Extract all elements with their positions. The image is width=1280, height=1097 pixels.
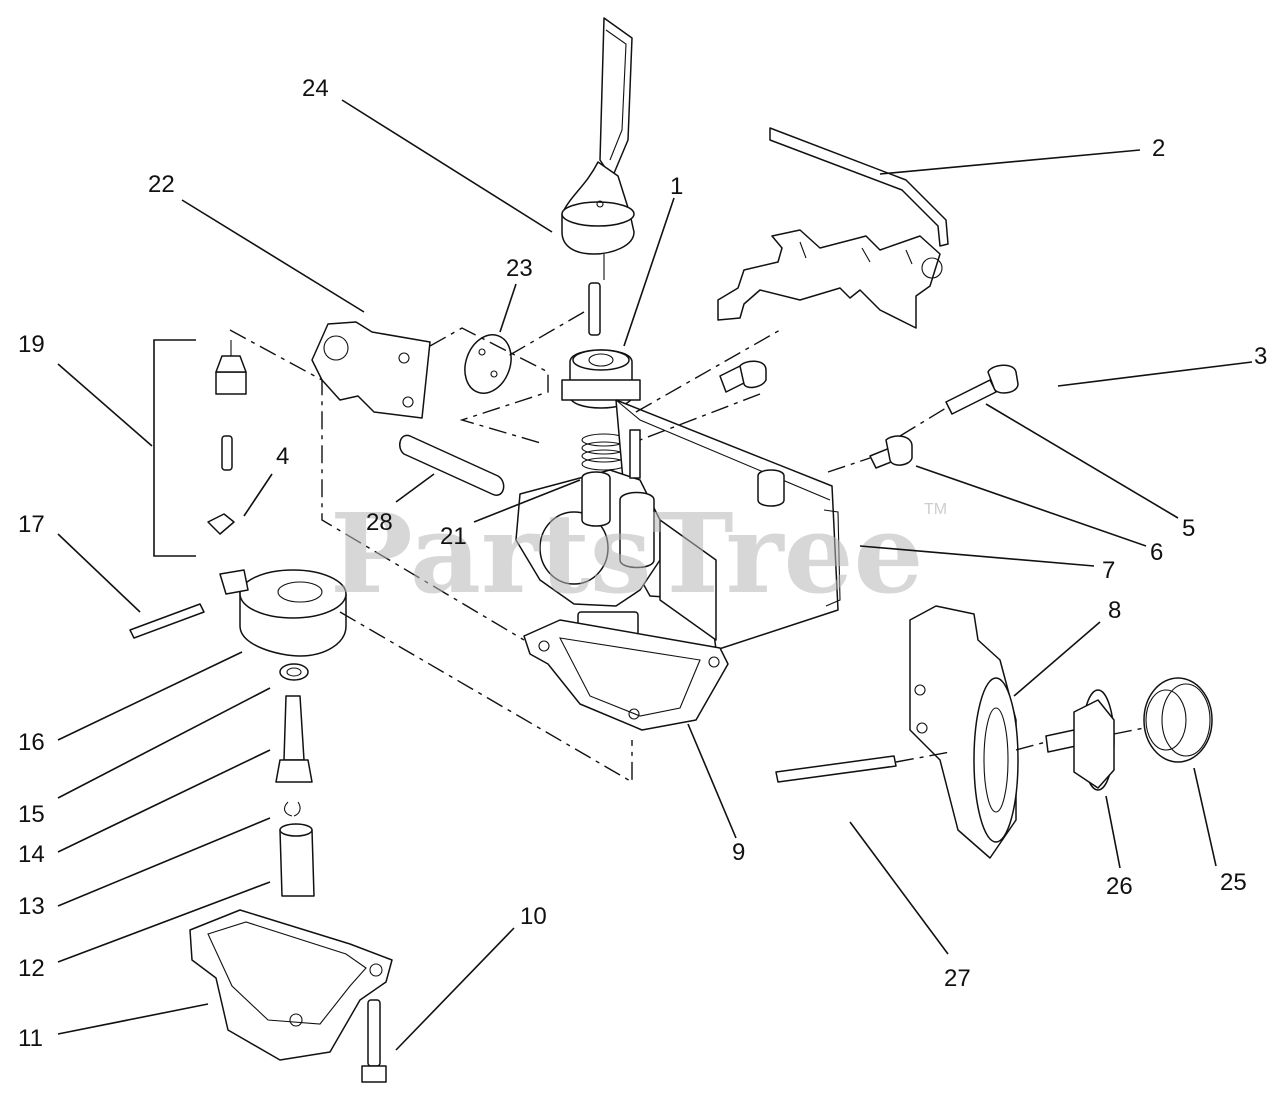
callout-19: 19 [18, 331, 45, 358]
callout-3: 3 [1254, 343, 1267, 370]
part-19-bracket [153, 339, 196, 557]
part-15-o-ring [279, 663, 309, 681]
watermark: PartsTree TM [330, 489, 947, 618]
callout-23: 23 [506, 255, 533, 282]
callout-6: 6 [1150, 539, 1163, 566]
part-12-tube [279, 823, 315, 897]
callout-14: 14 [18, 841, 45, 868]
callout-8: 8 [1108, 597, 1121, 624]
part-23-throttle-plate [464, 334, 512, 394]
callout-16: 16 [18, 729, 45, 756]
part-14-main-jet [275, 695, 313, 783]
callout-4: 4 [276, 443, 289, 470]
jet-fitting [719, 360, 767, 393]
callout-13: 13 [18, 893, 45, 920]
part-16-float [219, 569, 347, 657]
callout-7: 7 [1102, 557, 1115, 584]
alignment-lines [229, 311, 1145, 784]
callout-labels: 24 2 1 22 23 19 3 4 28 21 17 5 6 7 8 16 … [18, 75, 1267, 1052]
part-2-linkage-rod [717, 127, 949, 329]
callout-22: 22 [148, 171, 175, 198]
part-11-float-bowl [189, 909, 393, 1061]
lever-pin [588, 282, 601, 336]
callout-12: 12 [18, 955, 45, 982]
watermark-trademark: TM [924, 501, 947, 518]
part-19-needle-group [207, 340, 247, 535]
part-5-screw [945, 364, 1019, 415]
callout-27: 27 [944, 965, 971, 992]
callout-25: 25 [1220, 869, 1247, 896]
carburetor-body [515, 399, 839, 661]
part-6-screw [869, 435, 913, 469]
part-25-primer-bulb [1143, 677, 1213, 763]
callout-21: 21 [440, 523, 467, 550]
callout-11: 11 [18, 1025, 43, 1052]
part-9-gasket [523, 619, 729, 731]
watermark-text: PartsTree [330, 489, 924, 618]
callout-24: 24 [302, 75, 329, 102]
part-13-clip [283, 801, 301, 817]
callout-9: 9 [732, 839, 745, 866]
callout-2: 2 [1152, 135, 1165, 162]
part-26-fitting [1045, 689, 1115, 791]
callout-28: 28 [366, 509, 393, 536]
part-7-side-gasket [823, 509, 841, 607]
part-10-bolt [361, 999, 387, 1083]
callout-1: 1 [670, 173, 683, 200]
part-24-throttle-lever [561, 17, 635, 280]
callout-10: 10 [520, 903, 547, 930]
part-1-top-assembly [561, 349, 641, 409]
part-22-bracket [311, 321, 431, 419]
callout-17: 17 [18, 511, 45, 538]
part-27-tube [775, 755, 897, 783]
callout-5: 5 [1182, 515, 1195, 542]
part-28-shaft [399, 434, 505, 496]
part-17-pin [129, 603, 205, 639]
callout-26: 26 [1106, 873, 1133, 900]
leader-lines [57, 99, 1253, 1051]
callout-15: 15 [18, 801, 45, 828]
part-8-primer-housing [909, 605, 1019, 859]
